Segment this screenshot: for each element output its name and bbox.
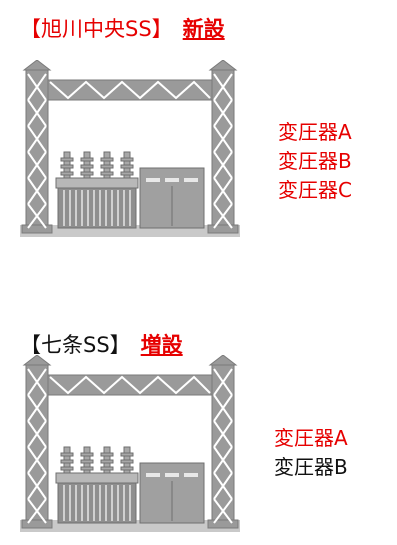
transformer-a-label: 変圧器A bbox=[274, 426, 348, 450]
control-cabinet bbox=[139, 167, 205, 229]
station-2-bracket-open: 【 bbox=[20, 333, 41, 357]
station-1-status-tag: 新設 bbox=[182, 17, 225, 41]
substation-icon bbox=[20, 355, 240, 532]
station-1-title: 【旭川中央SS】新設 bbox=[20, 14, 225, 44]
station-2-status-tag: 増設 bbox=[140, 333, 183, 357]
frame-lattice bbox=[27, 73, 233, 229]
bushings bbox=[60, 446, 134, 474]
transformer-body bbox=[55, 177, 139, 229]
control-cabinet bbox=[139, 462, 205, 524]
transformer-c-label: 変圧器C bbox=[278, 178, 352, 202]
transformer-b-label: 変圧器B bbox=[274, 455, 348, 479]
station-1-bracket-open: 【 bbox=[20, 17, 41, 41]
bushings bbox=[60, 151, 134, 179]
steel-frame bbox=[21, 355, 239, 529]
station-2-name: 七条SS bbox=[41, 333, 110, 357]
steel-frame bbox=[21, 60, 239, 234]
transformer-b-label: 変圧器B bbox=[278, 149, 352, 173]
station-1-name: 旭川中央SS bbox=[41, 17, 152, 41]
substation-icon bbox=[20, 60, 240, 237]
station-2-bracket-close: 】 bbox=[109, 333, 131, 357]
frame-lattice bbox=[27, 368, 233, 524]
station-1-transformer-list: 変圧器A 変圧器B 変圧器C bbox=[278, 118, 352, 205]
station-2-transformer-list: 変圧器A 変圧器B bbox=[274, 424, 348, 482]
station-1-bracket-close: 】 bbox=[151, 17, 173, 41]
transformer-body bbox=[55, 472, 139, 524]
station-2-title: 【七条SS】増設 bbox=[20, 330, 183, 360]
transformer-a-label: 変圧器A bbox=[278, 120, 352, 144]
